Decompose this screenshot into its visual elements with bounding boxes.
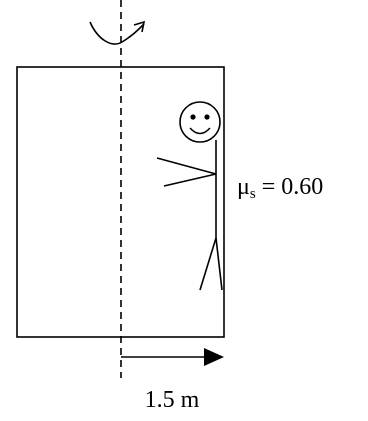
friction-coefficient-label: μs = 0.60 bbox=[237, 174, 323, 202]
radius-label: 1.5 m bbox=[145, 387, 200, 413]
rotation-arrow bbox=[89, 21, 145, 45]
rotation-arrowhead bbox=[133, 20, 146, 33]
figure-right-eye bbox=[204, 114, 210, 120]
figure-left-eye bbox=[190, 114, 196, 120]
mu-symbol: μ bbox=[237, 174, 250, 200]
rotor-cylinder bbox=[16, 66, 225, 338]
friction-value: 0.60 bbox=[281, 174, 323, 200]
equals-sign: = bbox=[256, 174, 282, 200]
figure-head bbox=[179, 101, 221, 143]
mu-subscript: s bbox=[250, 186, 256, 202]
figure-upper-arm bbox=[156, 157, 217, 175]
figure-lower-arm bbox=[163, 173, 217, 187]
radius-arrowhead bbox=[204, 348, 224, 366]
figure-right-leg bbox=[215, 237, 223, 291]
figure-left-leg bbox=[199, 237, 217, 291]
figure-smile bbox=[189, 127, 211, 135]
stick-figure bbox=[156, 101, 223, 291]
